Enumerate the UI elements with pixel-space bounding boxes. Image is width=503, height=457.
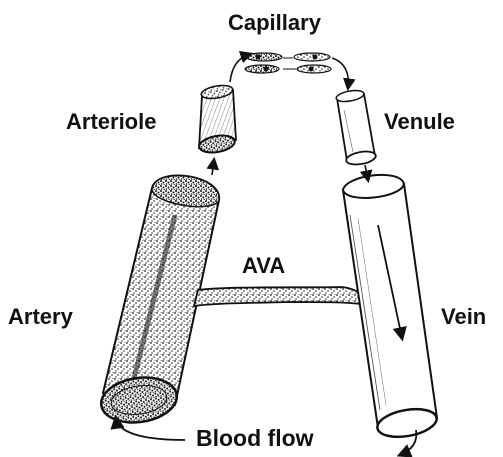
- artery-to-arteriole-arrow: [212, 160, 214, 175]
- arteriole-label: Arteriole: [66, 111, 156, 133]
- vein-vessel: [343, 175, 439, 441]
- ava-label: AVA: [242, 255, 285, 277]
- capillary-label: Capillary: [228, 12, 321, 34]
- venule-vessel: [335, 89, 376, 167]
- capillary-network: [245, 53, 331, 73]
- venule-label: Venule: [384, 111, 455, 133]
- artery-label: Artery: [8, 306, 73, 328]
- vein-label: Vein: [441, 306, 486, 328]
- capillary-to-venule-arrow: [332, 58, 348, 88]
- blood-flow-label: Blood flow: [196, 427, 314, 450]
- arteriole-vessel: [198, 83, 236, 155]
